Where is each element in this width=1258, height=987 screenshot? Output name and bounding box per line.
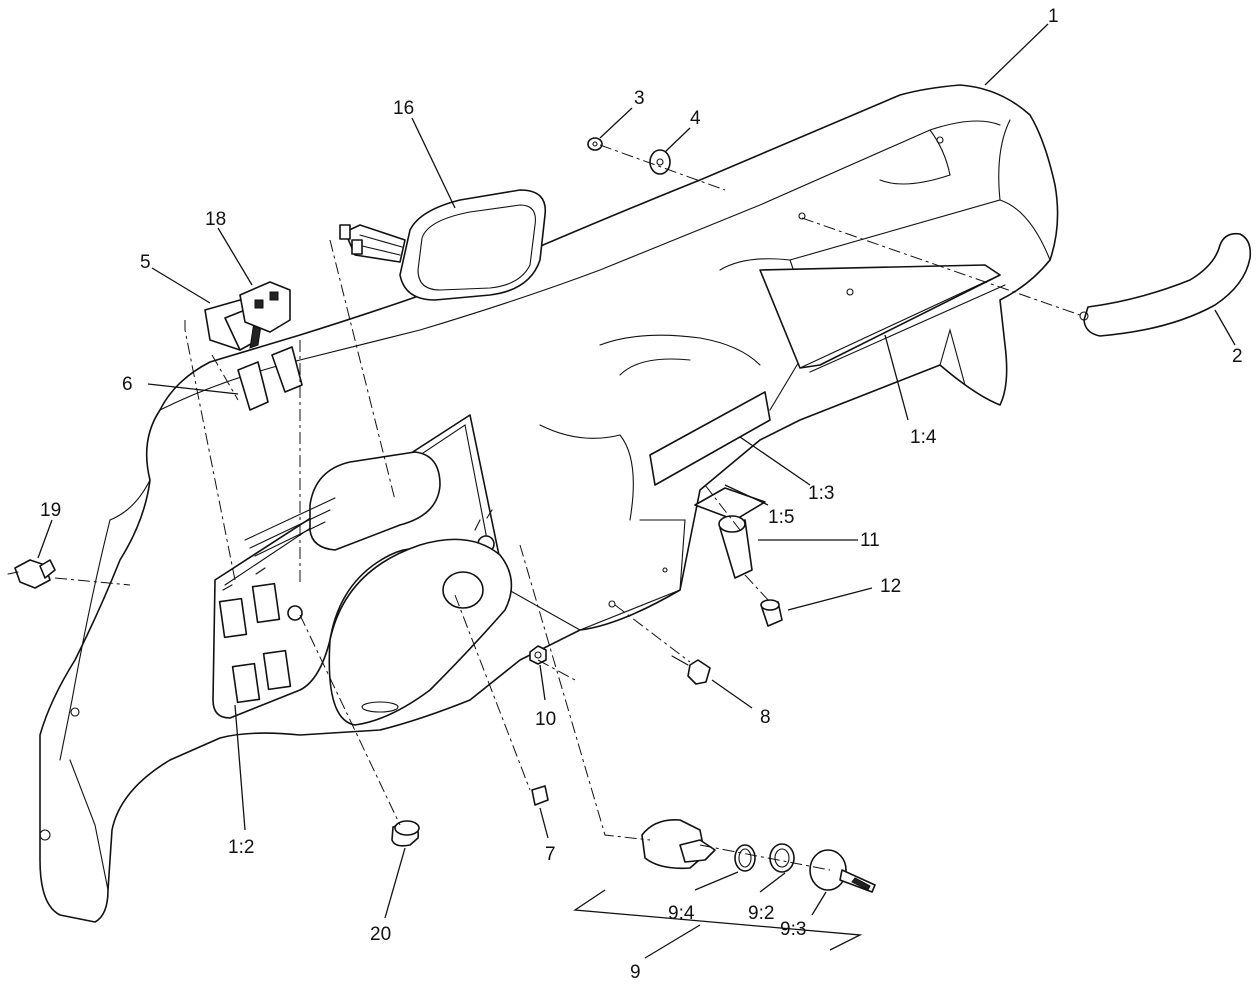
screw-7[interactable] [531,785,549,806]
callout-4: 4 [690,108,701,129]
knob-20[interactable] [391,820,420,847]
display-module-16[interactable] [339,189,547,301]
callout-6: 6 [122,374,133,395]
callout-12: 12 [880,576,901,597]
assembly-lines [54,144,1081,871]
callout-1-5: 1:5 [768,507,794,528]
callout-7: 7 [545,844,556,865]
key-switch-assembly-9[interactable] [641,818,876,893]
callout-1-4: 1:4 [910,427,937,448]
washer-4[interactable] [649,149,671,175]
callout-9-4: 9:4 [668,903,695,924]
rocker-switch-18[interactable] [239,281,291,333]
callout-11: 11 [860,530,880,551]
socket-cap-12[interactable] [760,599,783,627]
nut-10[interactable] [529,645,547,665]
callout-9-2: 9:2 [748,903,774,924]
leader-lines [37,23,1236,959]
callout-1: 1 [1048,6,1059,27]
callout-3: 3 [634,88,645,109]
callout-9: 9 [630,962,641,983]
nut-3[interactable] [587,137,603,151]
power-socket-11[interactable] [694,487,766,579]
callout-18: 18 [205,209,226,230]
callout-20: 20 [370,924,391,945]
light-19[interactable] [7,559,56,589]
bolt-8[interactable] [671,655,711,685]
callout-1-2: 1:2 [228,837,254,858]
callout-1-3: 1:3 [808,483,834,504]
instrument-panel [212,414,501,719]
blank-plug-6[interactable] [237,346,303,411]
callout-16: 16 [393,98,414,119]
callout-5: 5 [140,252,151,273]
callout-8: 8 [760,707,771,728]
callout-2: 2 [1232,346,1243,367]
callout-10: 10 [535,709,556,730]
dash-body [39,84,1059,923]
callout-9-3: 9:3 [780,919,806,940]
callout-labels: 1 2 3 4 5 6 7 8 9 10 11 12 16 18 19 20 1… [40,6,1243,983]
grab-handle[interactable] [1079,232,1252,337]
gauge-cover [328,538,513,726]
callout-19: 19 [40,500,61,521]
